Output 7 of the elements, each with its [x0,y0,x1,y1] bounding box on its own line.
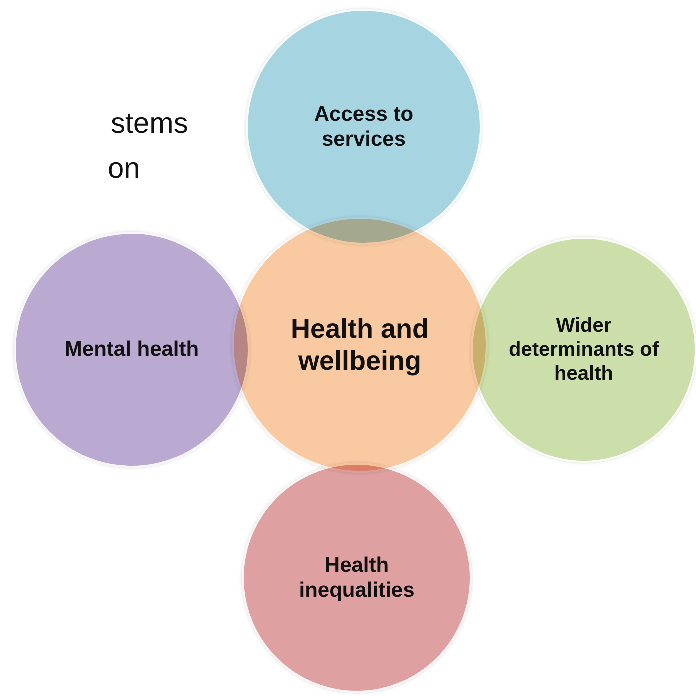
circle-label: Health inequalities [298,552,416,604]
text-fragment: on [108,155,140,184]
circle-label: Mental health [64,337,200,363]
circle-label: Access to services [313,102,415,152]
circle-label: Health and wellbeing [290,312,430,378]
text-fragment: stems [111,110,188,139]
circle-label: Wider determinants of health [508,314,660,386]
